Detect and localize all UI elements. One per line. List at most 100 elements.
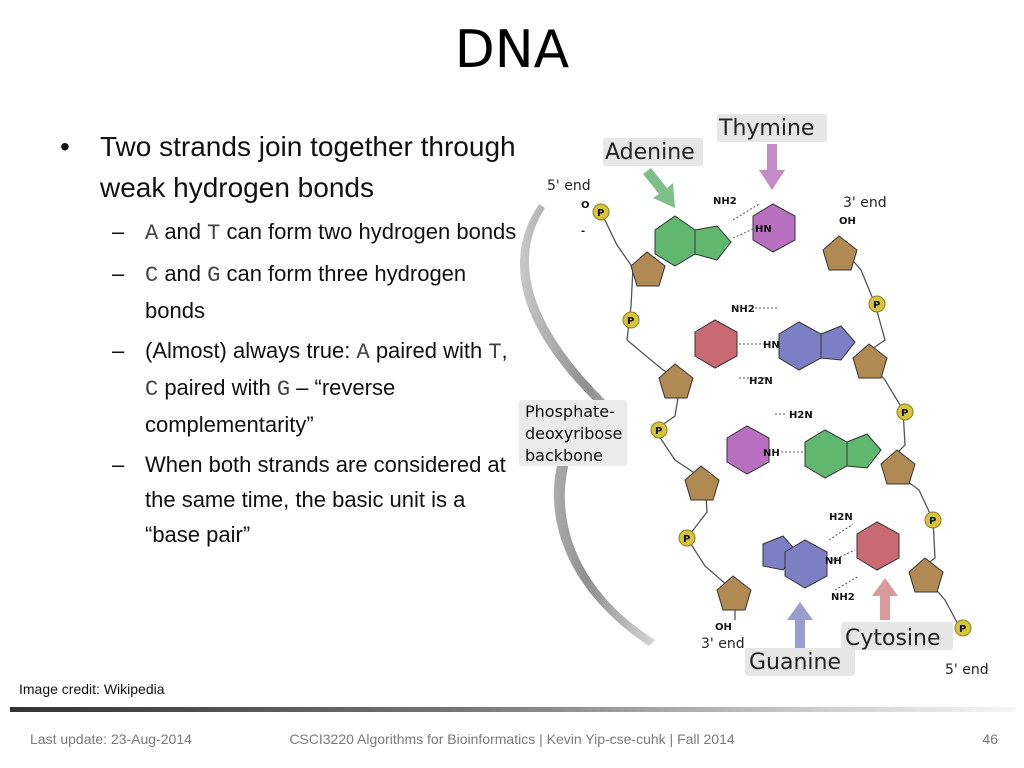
sub-bullet-pairing: – (Almost) always true: A paired with T,… <box>100 333 520 442</box>
footer-last-update: Last update: 23-Aug-2014 <box>30 731 192 747</box>
phosphate <box>868 295 886 313</box>
footer-page-number: 46 <box>982 731 998 747</box>
sugar <box>880 449 916 485</box>
bullet-main-text: Two strands join together through weak h… <box>100 131 516 203</box>
atom-p: P <box>873 300 880 311</box>
sugar <box>658 363 694 399</box>
atom-minus: - <box>581 226 585 237</box>
phosphate <box>650 421 668 439</box>
hydrogen-bond <box>732 203 760 221</box>
dash-icon: – <box>112 452 125 477</box>
sub-bullet-base-pair: – When both strands are considered at th… <box>100 447 520 552</box>
atom-nh: NH <box>825 556 842 567</box>
atom-p: P <box>655 426 662 437</box>
backbone-label-line2: deoxyribose <box>525 424 622 443</box>
thymine-base <box>726 425 770 475</box>
cytosine-base <box>856 521 900 571</box>
adenine-base <box>804 429 848 479</box>
slide-title: DNA <box>454 20 570 80</box>
adenine-base <box>654 215 696 267</box>
atom-p: P <box>959 624 966 635</box>
sub-bullet-at: – A and T can form two hydrogen bonds <box>100 214 520 251</box>
phosphate <box>622 311 640 329</box>
cytosine-label: Cytosine <box>845 626 941 651</box>
base-a: A <box>356 340 370 365</box>
label-bg <box>603 138 703 166</box>
phosphate <box>592 203 610 221</box>
thymine-label: Thymine <box>718 116 814 141</box>
sub-bullet-cg: – C and G can form three hydrogen bonds <box>100 256 520 328</box>
base-t: T <box>488 340 502 365</box>
five-end-top-label: 5' end <box>547 178 591 194</box>
phosphate <box>954 619 972 637</box>
base-g: G <box>276 377 291 402</box>
text: , <box>501 338 508 363</box>
footer-course: CSCI3220 Algorithms for Bioinformatics |… <box>289 731 735 747</box>
base-pair-2: NH2 HN H2N <box>694 304 856 387</box>
guanine-base <box>778 321 822 371</box>
atom-oh: OH <box>715 622 732 633</box>
dash-icon: – <box>112 261 125 286</box>
text: and <box>158 219 208 244</box>
guanine-base <box>784 539 828 589</box>
label-bg <box>841 622 953 650</box>
image-credit: Image credit: Wikipedia <box>19 681 165 697</box>
atom-oh: OH <box>839 216 856 227</box>
hydrogen-bond <box>732 227 756 239</box>
guanine-ring <box>820 325 856 361</box>
footer-divider <box>10 707 1016 712</box>
sugar <box>852 343 888 379</box>
sugar <box>630 251 666 287</box>
atom-h2n: H2N <box>749 376 773 387</box>
three-end-bottom-label: 3' end <box>701 636 745 652</box>
text: and <box>158 261 208 286</box>
base-c: C <box>145 263 159 288</box>
text: When both strands are considered at the … <box>145 452 506 547</box>
base-t: T <box>207 221 221 246</box>
atom-nh2: NH2 <box>831 592 855 603</box>
three-end-top-label: 3' end <box>843 195 887 211</box>
cytosine-arrow <box>872 578 898 620</box>
bullet-main: • Two strands join together through weak… <box>60 126 520 208</box>
atom-p: P <box>627 316 634 327</box>
text: paired with <box>158 375 277 400</box>
bullet-list: • Two strands join together through weak… <box>60 126 520 557</box>
base-pair-1: NH2 HN <box>654 196 796 267</box>
atom-hn: HN <box>755 224 772 235</box>
label-bg <box>519 400 627 466</box>
hydrogen-bond <box>828 523 854 541</box>
phosphates <box>592 203 972 637</box>
phosphate <box>678 529 696 547</box>
bullet-dot-icon: • <box>60 131 70 162</box>
five-end-bottom-label: 5' end <box>945 662 989 678</box>
dna-structure-figure: Adenine Thymine Cytosine Guanine Phospha… <box>519 114 989 678</box>
atom-p: P <box>901 408 908 419</box>
adenine-ring <box>846 433 882 469</box>
sugar <box>716 575 752 611</box>
base-g: G <box>207 263 221 288</box>
backbone-label-line3: backbone <box>525 446 603 465</box>
guanine-arrow <box>787 602 813 648</box>
atom-nh: NH <box>763 448 780 459</box>
atom-nh2: NH2 <box>713 196 737 207</box>
base-pair-3: H2N NH <box>726 410 882 479</box>
atom-p: P <box>683 534 690 545</box>
text: can form three hydrogen bonds <box>145 261 467 323</box>
adenine-arrow <box>643 168 675 208</box>
cytosine-base <box>694 319 738 369</box>
base-c: C <box>145 377 159 402</box>
adenine-label: Adenine <box>605 140 695 165</box>
phosphate <box>924 511 942 529</box>
atom-hn: HN <box>763 340 780 351</box>
label-bg <box>745 648 855 676</box>
phosphate-atoms: P P P P P P P P O - OH OH <box>581 200 966 635</box>
atom-p: P <box>929 516 936 527</box>
base-a: A <box>145 221 159 246</box>
sugar <box>684 465 720 501</box>
atom-o: O <box>581 200 590 211</box>
thymine-base <box>752 203 796 253</box>
base-pair-4: H2N NH NH2 <box>762 512 900 603</box>
guanine-label: Guanine <box>749 650 841 675</box>
sugar <box>822 235 858 271</box>
label-bg <box>717 114 827 142</box>
